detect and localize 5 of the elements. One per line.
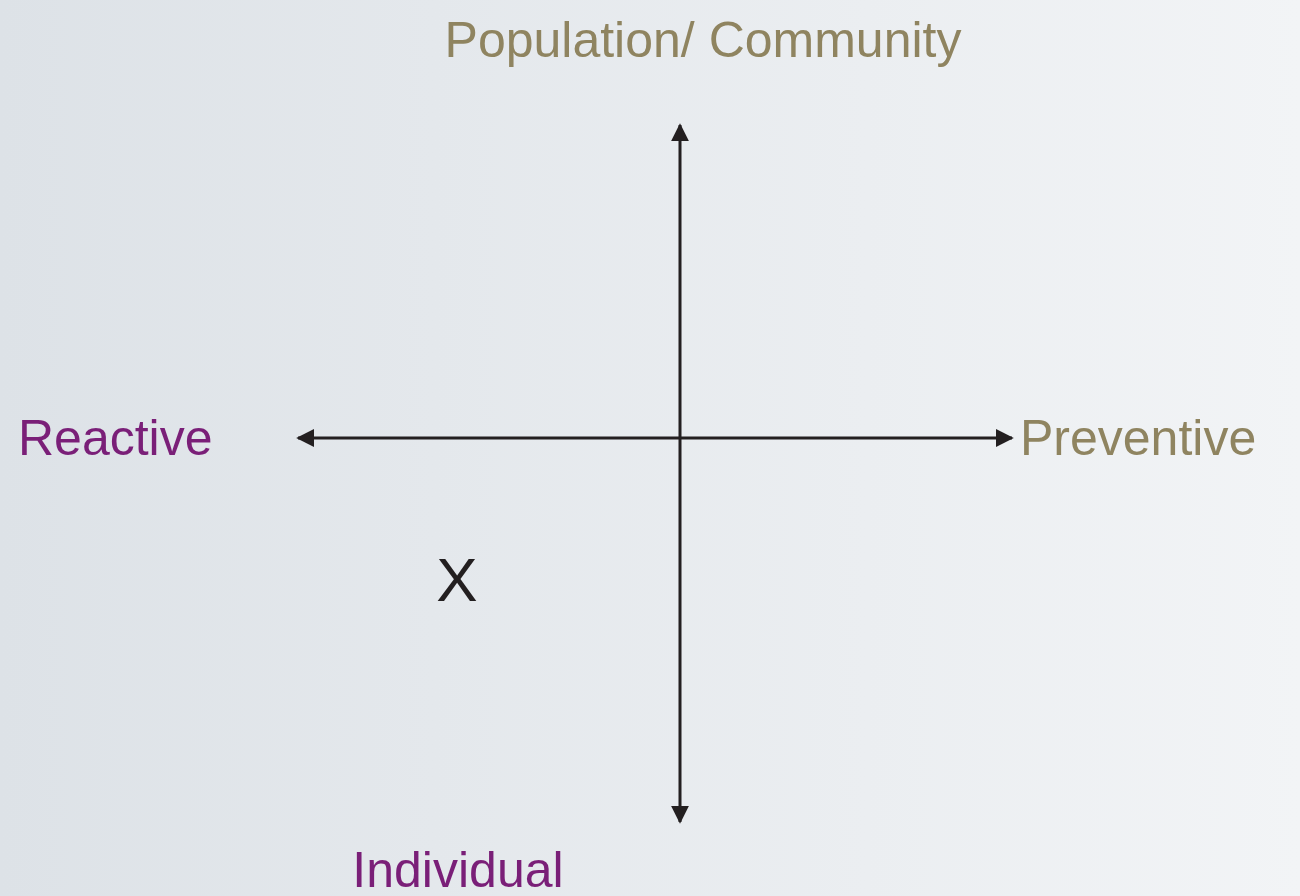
axis-label: Preventive [1020,413,1257,463]
axis-label: Individual [352,845,564,895]
axis-label: Reactive [18,413,213,463]
position-marker: X [436,549,478,611]
axis-label: Population/ Community [444,15,962,65]
